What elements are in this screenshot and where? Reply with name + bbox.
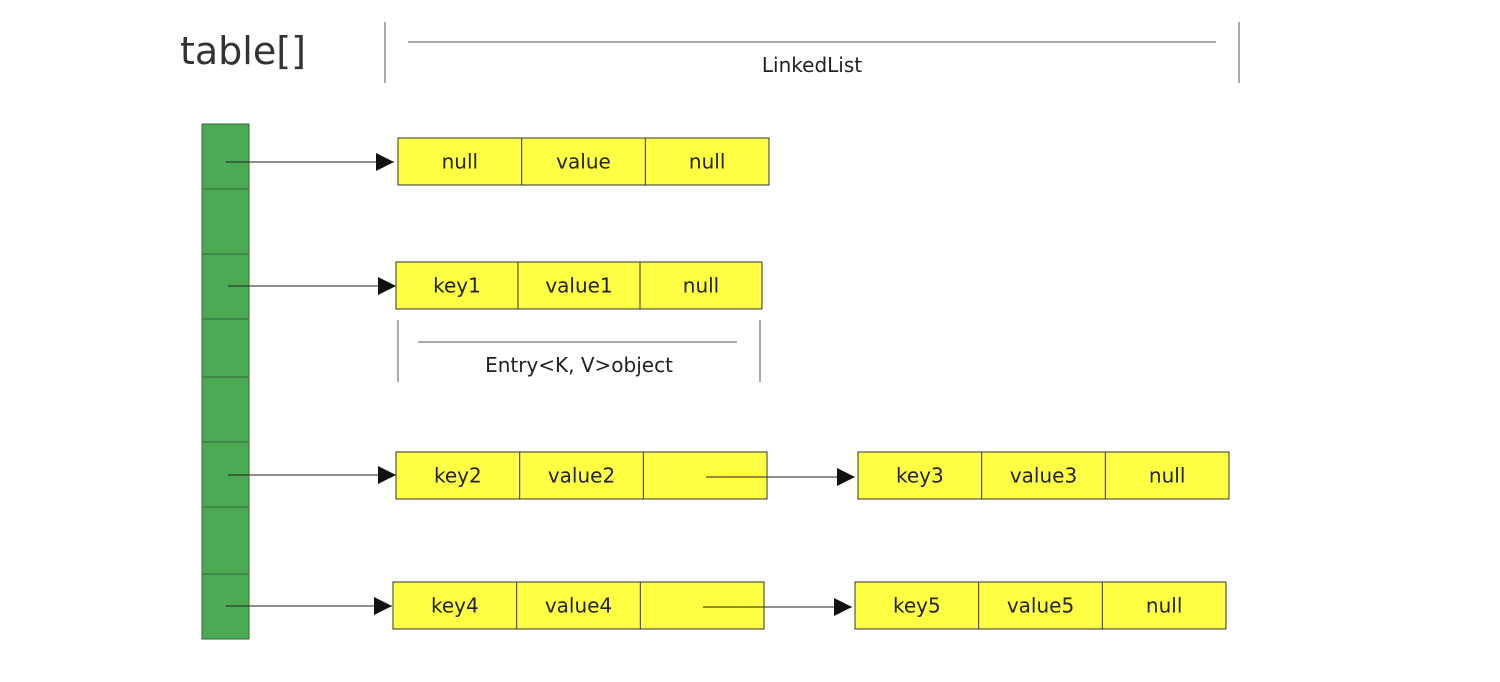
entry-node-4: key4 value4	[392, 581, 765, 630]
entry-node-box	[397, 137, 770, 186]
entry-value-field: value3	[1010, 464, 1077, 488]
entry-key-field: key1	[433, 274, 481, 298]
entry-node-box	[857, 451, 1230, 500]
entry-value-field: value1	[545, 274, 612, 298]
arrows	[226, 153, 855, 616]
entry-node-1: key1 value1 null	[395, 261, 763, 310]
entry-node-2: key2 value2	[395, 451, 768, 500]
entry-next-field: null	[1146, 594, 1182, 618]
table-cell-4	[201, 376, 250, 443]
entry-value-field: value4	[545, 594, 612, 618]
entry-value-field: value	[556, 150, 611, 174]
table-array	[201, 123, 250, 640]
entry-node-box	[392, 581, 765, 630]
entry-node-5: key5 value5 null	[854, 581, 1227, 630]
entry-next-field: null	[1149, 464, 1185, 488]
table-cell-0	[201, 123, 250, 190]
entry-key-field: key5	[893, 594, 941, 618]
linked-list-label: LinkedList	[762, 53, 862, 77]
entry-key-field: key2	[434, 464, 482, 488]
entry-key-field: null	[442, 150, 478, 174]
table-cell-3	[201, 318, 250, 378]
entry-object-bracket: Entry<K, V>object	[397, 320, 761, 382]
entry-next-field: null	[689, 150, 725, 174]
entry-value-field: value2	[548, 464, 615, 488]
entry-value-field: value5	[1007, 594, 1074, 618]
entry-node-box	[854, 581, 1227, 630]
table-cell-6	[201, 506, 250, 575]
entry-key-field: key3	[896, 464, 944, 488]
linked-list-bracket: LinkedList	[384, 22, 1240, 83]
entry-object-label: Entry<K, V>object	[485, 353, 673, 377]
entry-node-3: key3 value3 null	[857, 451, 1230, 500]
entry-node-box	[395, 451, 768, 500]
table-title: table[]	[180, 29, 306, 73]
table-cell-1	[201, 188, 250, 255]
entry-node-0: null value null	[397, 137, 770, 186]
entry-next-field: null	[683, 274, 719, 298]
entry-key-field: key4	[431, 594, 479, 618]
entry-node-box	[395, 261, 763, 310]
